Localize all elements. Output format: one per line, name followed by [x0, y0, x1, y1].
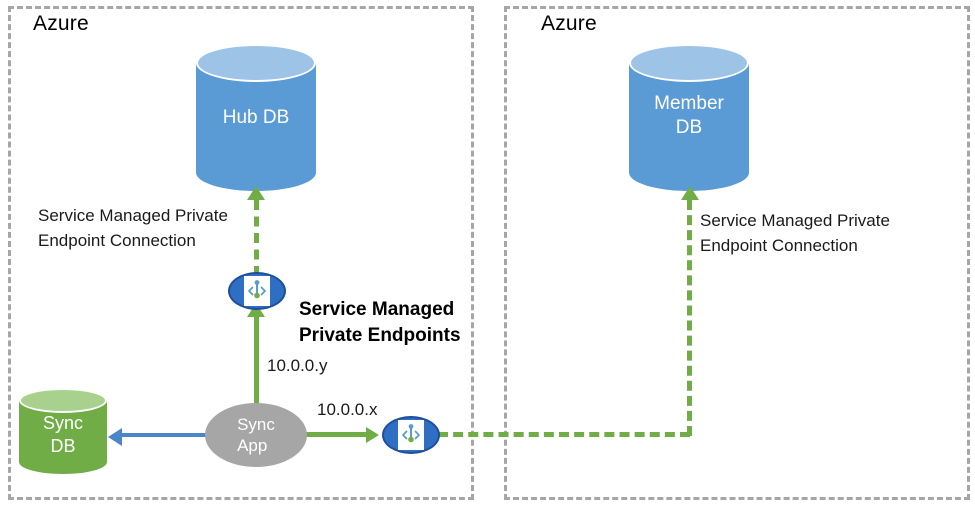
member-db-label: Member DB	[654, 93, 724, 138]
ip-label-hub: 10.0.0.y	[267, 356, 328, 375]
annotation-hub-connection: Service Managed Private Endpoint Connect…	[38, 206, 228, 250]
connector-syncapp-to-pe-hub	[254, 316, 259, 426]
arrowhead-hub-db	[247, 186, 265, 200]
azure-boundary-left	[8, 6, 474, 500]
cylinder-top	[196, 44, 316, 82]
connector-pe-member-horizontal	[438, 432, 690, 437]
private-endpoint-icon	[402, 424, 420, 443]
private-endpoint-icon-member[interactable]	[382, 416, 440, 454]
arrowhead-syncdb	[108, 428, 122, 446]
hub-db-label: Hub DB	[222, 107, 290, 128]
azure-boundary-right	[504, 6, 970, 500]
connector-syncapp-to-syncdb	[122, 433, 212, 437]
annotation-member-connection: Service Managed Private Endpoint Connect…	[700, 211, 890, 255]
annotation-service-managed-private-endpoints: Service Managed Private Endpoints	[299, 299, 461, 346]
ip-label-member: 10.0.0.x	[317, 400, 378, 419]
hub-db-node: Hub DB	[196, 44, 316, 191]
connector-pe-hub-to-hub-db	[254, 200, 259, 276]
arrowhead-member-db	[681, 186, 699, 200]
private-endpoint-icon	[248, 280, 266, 299]
private-endpoint-glyph-tile	[244, 276, 270, 306]
cylinder-top	[19, 388, 107, 413]
member-db-node: Member DB	[629, 44, 749, 191]
cylinder-top	[629, 44, 749, 82]
sync-db-node: Sync DB	[19, 388, 107, 474]
connector-syncapp-to-pe-member	[300, 432, 366, 437]
arrowhead-pe-member	[366, 427, 379, 443]
azure-label-right: Azure	[541, 12, 597, 35]
sync-app-node: Sync App	[205, 403, 307, 467]
azure-label-left: Azure	[33, 12, 89, 35]
sync-db-label: Sync DB	[42, 413, 84, 456]
connector-pe-member-vertical	[687, 200, 692, 436]
private-endpoint-icon-hub[interactable]	[228, 272, 286, 310]
private-endpoint-glyph-tile	[398, 420, 424, 450]
